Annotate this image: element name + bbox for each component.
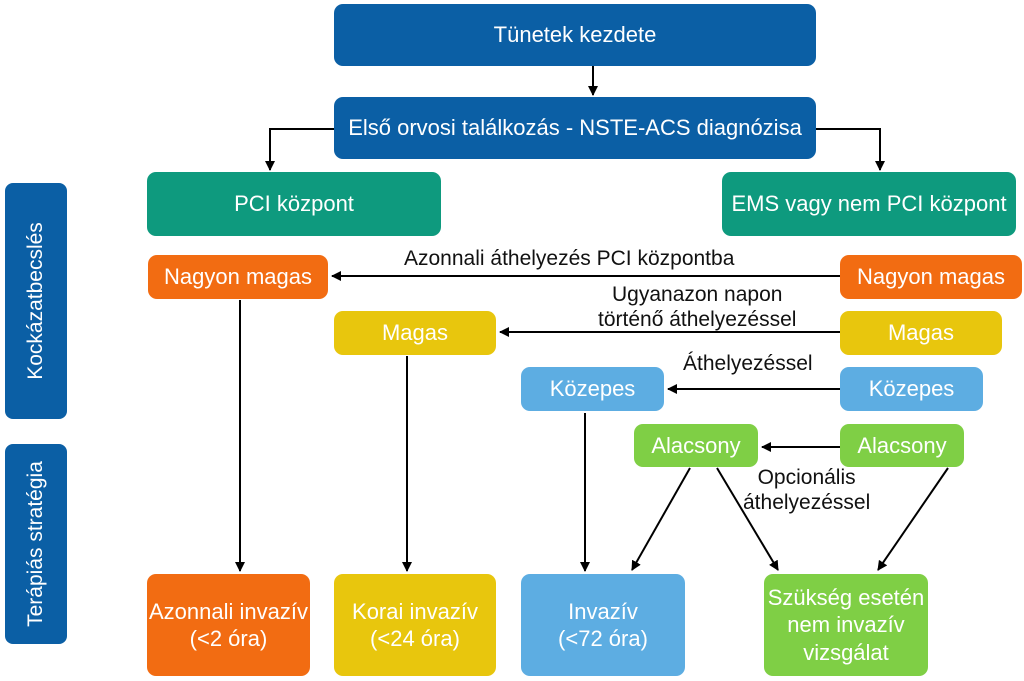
noninvasive-testing-box: Szükség esetén nem invazív vizsgálat (764, 574, 928, 676)
same-day-line1: Ugyanazon napon (611, 283, 783, 306)
non-pci-center-box: EMS vagy nem PCI központ (722, 172, 1016, 236)
onset-label: Tünetek kezdete (493, 22, 657, 48)
invasive-line2: (<72 óra) (558, 626, 648, 651)
left-intermediate-risk-box: Közepes (521, 367, 664, 411)
immediate-invasive-line1: Azonnali invazív (149, 598, 308, 624)
immediate-invasive-box: Azonnali invazív (<2 óra) (147, 574, 310, 676)
arrow-low-to-noninvasive (716, 467, 779, 571)
pci-center-box: PCI központ (147, 172, 441, 236)
onset-box: Tünetek kezdete (334, 4, 816, 66)
invasive-line1: Invazív (568, 598, 638, 624)
right-high-label: Magas (887, 320, 955, 346)
right-low-label: Alacsony (857, 432, 947, 458)
early-invasive-line2: (<24 óra) (370, 626, 460, 651)
optional-line2: áthelyezéssel (743, 491, 871, 515)
therapy-strategy-side-label: Terápiás stratégia (5, 444, 67, 644)
arrow-low-to-invasive (631, 467, 691, 571)
left-low-risk-box: Alacsony (634, 424, 758, 467)
arrow-right-low-to-noninvasive (877, 467, 949, 571)
left-very-high-risk-box: Nagyon magas (148, 255, 328, 299)
risk-assessment-text: Kockázatbecslés (24, 222, 47, 380)
right-intermediate-risk-box: Közepes (840, 367, 983, 411)
noninvasive-line3: vizsgálat (803, 639, 889, 665)
with-transfer-label: Áthelyezéssel (683, 352, 813, 375)
non-pci-center-label: EMS vagy nem PCI központ (731, 191, 1007, 217)
right-intermediate-label: Közepes (868, 376, 955, 402)
right-very-high-label: Nagyon magas (857, 264, 1005, 290)
left-intermediate-label: Közepes (549, 376, 636, 402)
left-very-high-label: Nagyon magas (164, 264, 312, 290)
same-day-line2: történő áthelyezéssel (598, 308, 797, 332)
immediate-invasive-line2: (<2 óra) (189, 626, 268, 651)
immediate-transfer-label: Azonnali áthelyezés PCI központba (404, 247, 735, 270)
left-high-risk-box: Magas (334, 311, 496, 355)
pci-center-label: PCI központ (234, 191, 354, 217)
optional-transfer-label: Opcionális áthelyezéssel (743, 465, 870, 515)
right-low-risk-box: Alacsony (840, 424, 964, 467)
left-low-label: Alacsony (651, 432, 741, 458)
same-day-transfer-label: Ugyanazon napon történő áthelyezéssel (598, 282, 796, 332)
arrow-contact-to-pci (265, 128, 336, 171)
right-very-high-risk-box: Nagyon magas (840, 255, 1022, 299)
early-invasive-box: Korai invazív (<24 óra) (334, 574, 496, 676)
first-contact-box: Első orvosi találkozás - NSTE-ACS diagnó… (334, 97, 816, 159)
optional-line1: Opcionális (757, 466, 856, 489)
first-contact-label: Első orvosi találkozás - NSTE-ACS diagnó… (348, 115, 802, 141)
therapy-strategy-text: Terápiás stratégia (24, 461, 47, 627)
arrow-contact-to-nonpci (815, 128, 885, 171)
risk-assessment-side-label: Kockázatbecslés (5, 183, 67, 419)
invasive-box: Invazív (<72 óra) (521, 574, 685, 676)
left-high-label: Magas (381, 320, 449, 346)
noninvasive-line2: nem invazív (787, 612, 905, 638)
early-invasive-line1: Korai invazív (352, 598, 478, 624)
right-high-risk-box: Magas (840, 311, 1002, 355)
noninvasive-line1: Szükség esetén (767, 584, 925, 610)
